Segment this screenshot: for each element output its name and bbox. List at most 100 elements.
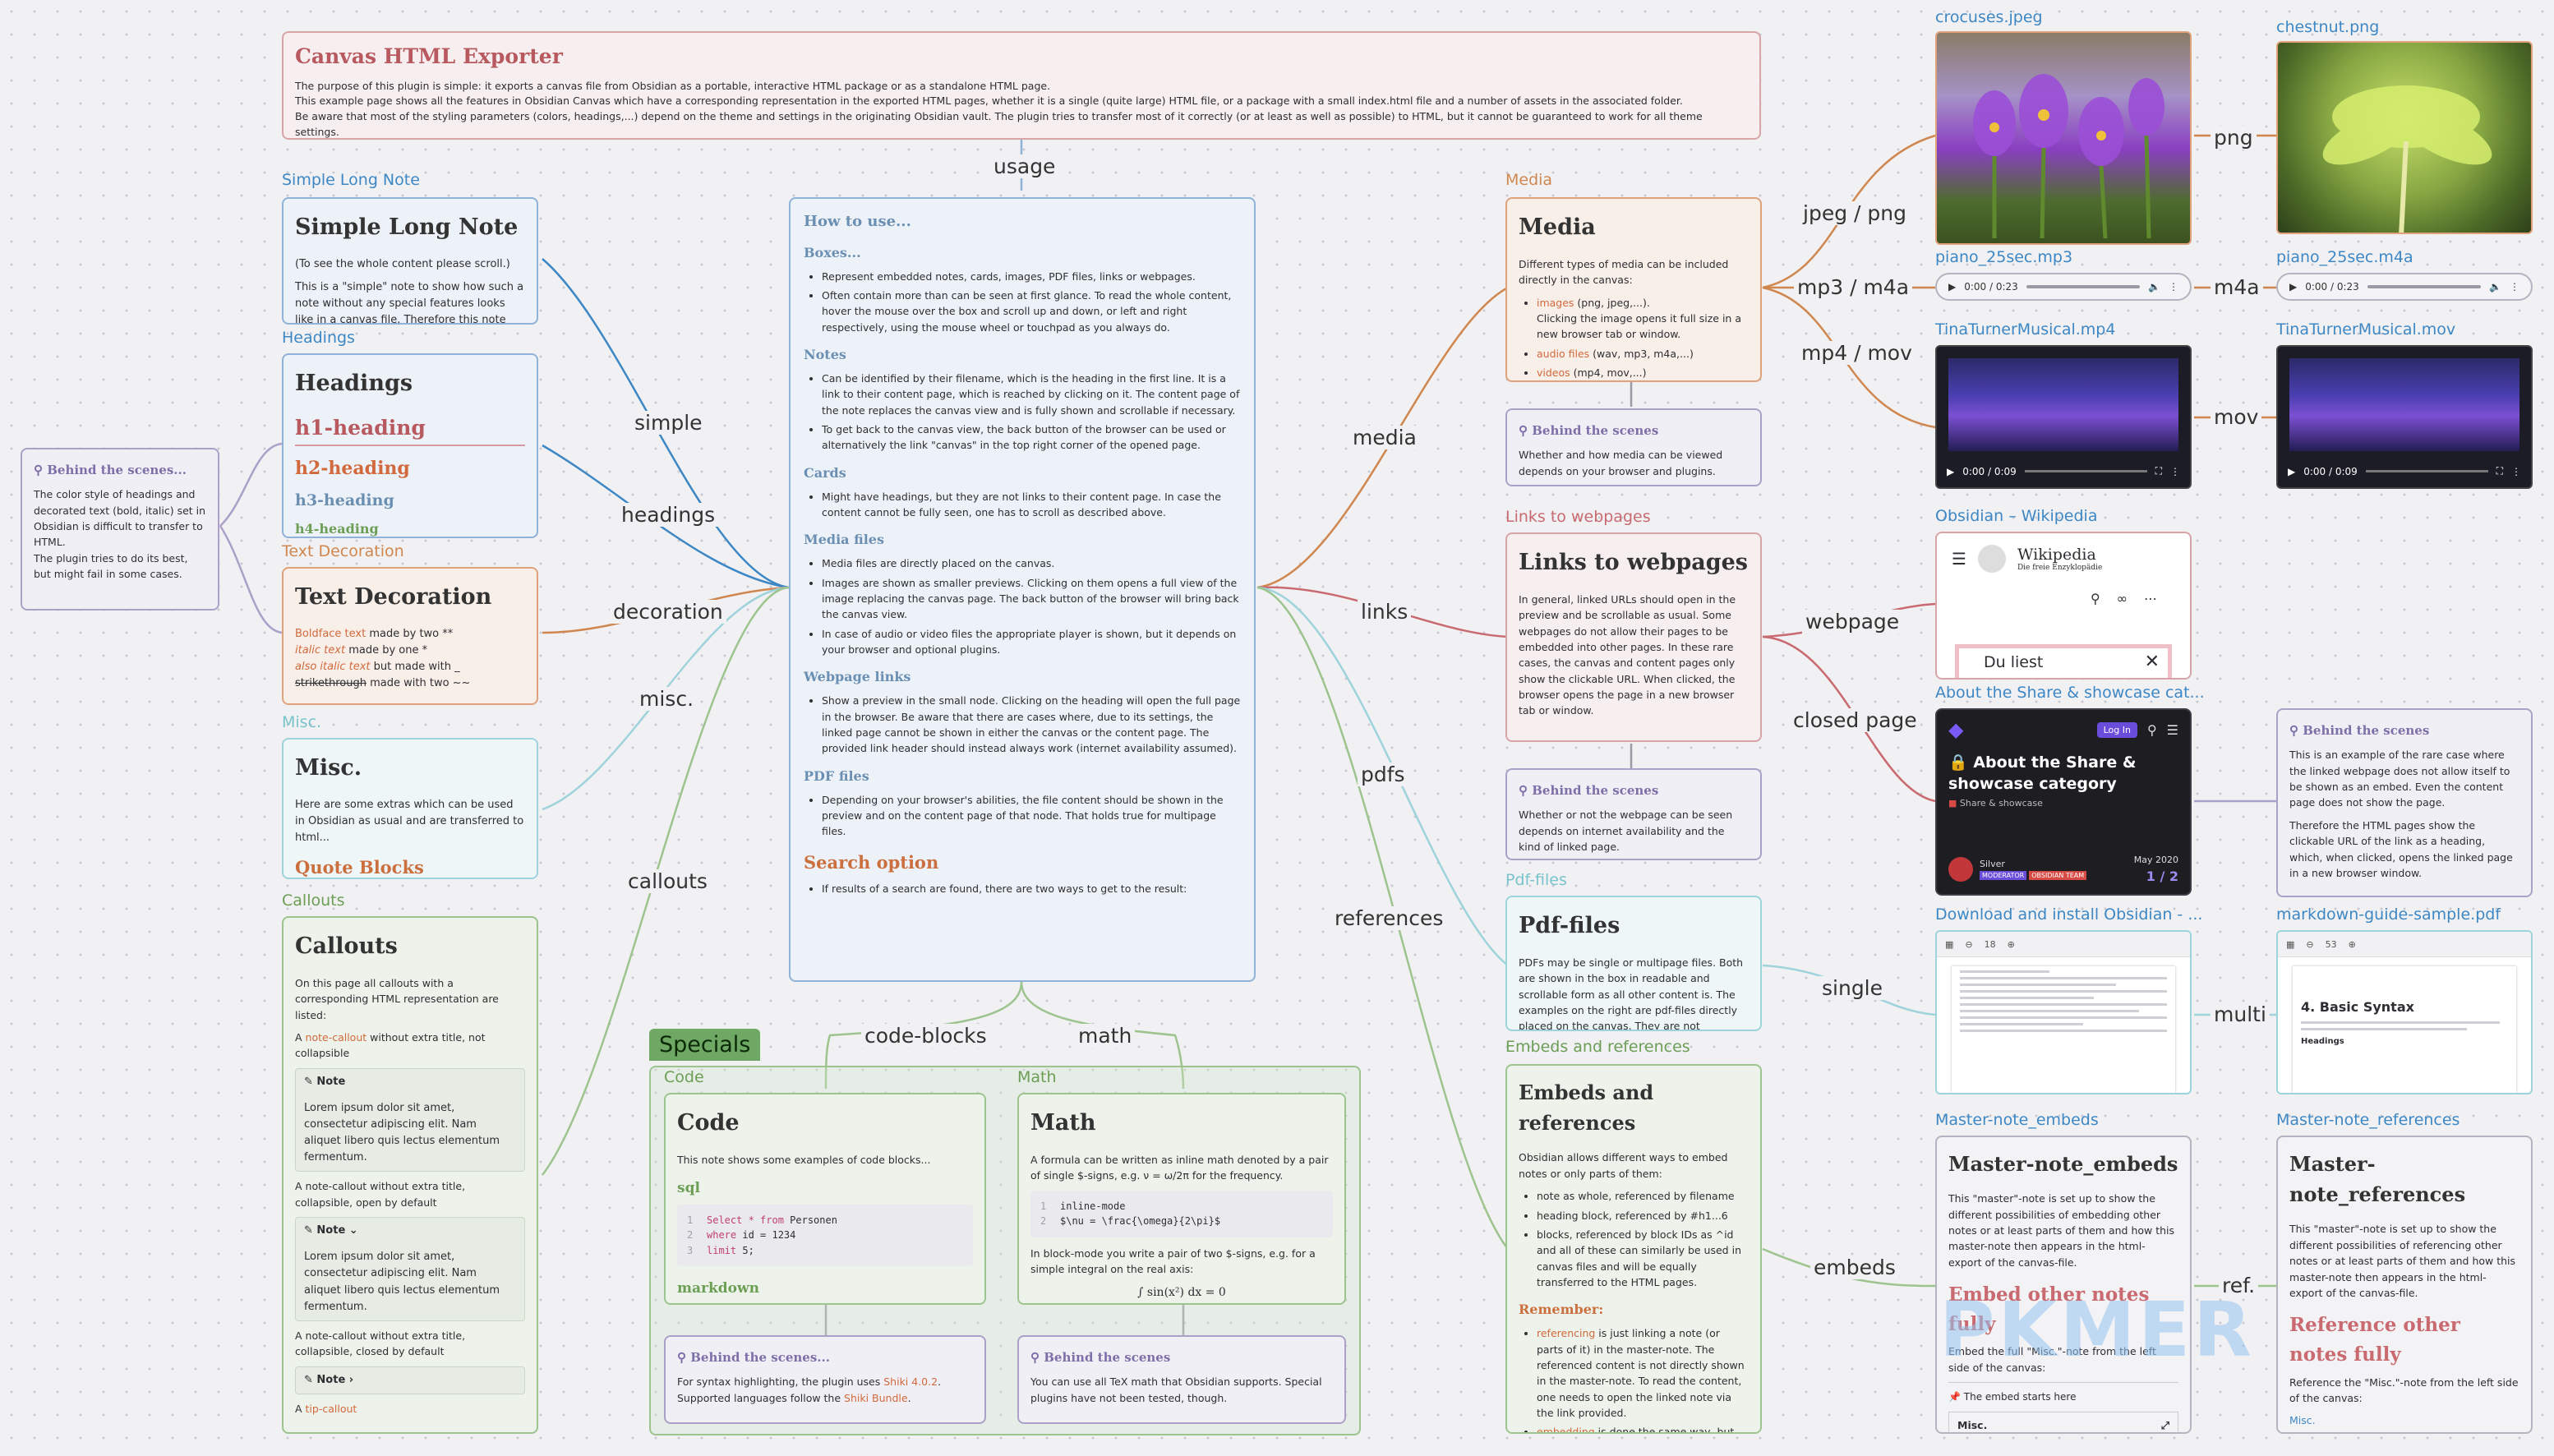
fullscreen-icon[interactable]: ⛶ <box>2155 465 2162 477</box>
chestnut-image[interactable] <box>2276 41 2533 234</box>
file-label-code[interactable]: Code <box>664 1068 704 1086</box>
play-icon[interactable]: ▶ <box>2289 281 2298 293</box>
share-showcase-preview[interactable]: ◆ Log In ⚲ ☰ 🔒 About the Share & showcas… <box>1935 708 2192 896</box>
more-options-icon[interactable]: ⋮ <box>2510 281 2519 293</box>
hamburger-menu-icon[interactable]: ☰ <box>1952 549 1966 569</box>
file-label-headings[interactable]: Headings <box>282 329 355 347</box>
code-title[interactable]: Code <box>677 1110 740 1136</box>
file-label-math[interactable]: Math <box>1017 1068 1057 1086</box>
file-label-links[interactable]: Links to webpages <box>1505 508 1651 526</box>
text-decoration-title[interactable]: Text Decoration <box>295 584 492 610</box>
headings-card[interactable]: Headings h1-heading h2-heading h3-headin… <box>282 353 538 538</box>
pdf-files-title[interactable]: Pdf-files <box>1519 913 1620 938</box>
share-category[interactable]: ■ Share & showcase <box>1948 798 2043 809</box>
master-references-card[interactable]: Master-note_references This "master"-not… <box>2276 1136 2533 1434</box>
file-label-media[interactable]: Media <box>1505 171 1553 189</box>
video-progress-bar[interactable] <box>2024 470 2147 472</box>
master-references-title[interactable]: Master-note_references <box>2289 1152 2466 1207</box>
behind-math-card[interactable]: ⚲ Behind the scenes You can use all TeX … <box>1017 1335 1346 1424</box>
headings-title[interactable]: Headings <box>295 371 413 396</box>
media-card[interactable]: Media Different types of media can be in… <box>1505 197 1762 382</box>
master-embeds-card[interactable]: Master-note_embeds This "master"-note is… <box>1935 1136 2192 1434</box>
more-options-icon[interactable]: ⋮ <box>2511 465 2521 477</box>
simple-long-note-title[interactable]: Simple Long Note <box>295 214 519 240</box>
volume-icon[interactable]: 🔈 <box>2148 281 2160 293</box>
file-label-pdf[interactable]: Pdf-files <box>1505 871 1567 889</box>
more-options-icon[interactable]: ⋮ <box>2170 465 2180 477</box>
math-title[interactable]: Math <box>1030 1110 1096 1136</box>
pdf-download-obsidian[interactable]: ▦ ⊖ 18 ⊕ <box>1935 930 2192 1094</box>
play-icon[interactable]: ▶ <box>1947 465 1955 477</box>
specials-group-label[interactable]: Specials <box>649 1029 761 1061</box>
audio-progress-bar[interactable] <box>2367 285 2482 288</box>
share-user[interactable]: Silver <box>1980 859 2005 869</box>
embedded-misc-note[interactable]: Misc.⤢ <box>1948 1411 2178 1432</box>
media-title[interactable]: Media <box>1519 214 1596 240</box>
zoom-in-icon[interactable]: ⊕ <box>2007 938 2015 950</box>
shiki-bundle-link[interactable]: Shiki Bundle <box>844 1391 908 1404</box>
video-progress-bar[interactable] <box>2365 470 2488 472</box>
sidebar-toggle-icon[interactable]: ▦ <box>1945 938 1954 950</box>
file-label-tt-mov[interactable]: TinaTurnerMusical.mov <box>2276 320 2456 339</box>
file-label-misc[interactable]: Misc. <box>282 713 322 731</box>
tina-turner-mp4-video[interactable]: ▶ 0:00 / 0:09 ⛶ ⋮ <box>1935 345 2192 489</box>
crocuses-image[interactable] <box>1935 31 2192 245</box>
embeds-card[interactable]: Embeds and references Obsidian allows di… <box>1505 1064 1762 1434</box>
piano-mp3-player[interactable]: ▶ 0:00 / 0:23 🔈 ⋮ <box>1935 273 2192 301</box>
code-card[interactable]: Code This note shows some examples of co… <box>664 1093 986 1305</box>
math-card[interactable]: Math A formula can be written as inline … <box>1017 1093 1346 1305</box>
behind-code-card[interactable]: ⚲ Behind the scenes... For syntax highli… <box>664 1335 986 1424</box>
search-icon[interactable]: ⚲ <box>2090 591 2100 606</box>
file-label-simple-long-note[interactable]: Simple Long Note <box>282 171 420 189</box>
file-label-piano-m4a[interactable]: piano_25sec.m4a <box>2276 248 2413 266</box>
zoom-out-icon[interactable]: ⊖ <box>1965 938 1973 950</box>
file-label-crocuses[interactable]: crocuses.jpeg <box>1935 8 2043 26</box>
misc-card[interactable]: Misc. Here are some extras which can be … <box>282 738 538 879</box>
volume-icon[interactable]: 🔈 <box>2489 281 2501 293</box>
file-label-wikipedia[interactable]: Obsidian – Wikipedia <box>1935 507 2098 525</box>
pdf-markdown-guide[interactable]: ▦ ⊖ 53 ⊕ 4. Basic Syntax Headings <box>2276 930 2533 1094</box>
hamburger-menu-icon[interactable]: ☰ <box>2166 721 2178 738</box>
text-decoration-card[interactable]: Text Decoration Boldface text made by tw… <box>282 567 538 705</box>
links-title[interactable]: Links to webpages <box>1519 550 1748 575</box>
file-label-share-showcase[interactable]: About the Share & showcase cat... <box>1935 684 2205 702</box>
pdf-zoom-value[interactable]: 53 <box>2325 938 2337 950</box>
piano-m4a-player[interactable]: ▶ 0:00 / 0:23 🔈 ⋮ <box>2276 273 2533 301</box>
play-icon[interactable]: ▶ <box>2288 465 2296 477</box>
audio-progress-bar[interactable] <box>2026 285 2141 288</box>
misc-reference-link[interactable]: Misc. <box>2289 1414 2316 1427</box>
avatar[interactable] <box>1948 857 1973 882</box>
file-label-chestnut[interactable]: chestnut.png <box>2276 18 2380 36</box>
shiki-link[interactable]: Shiki 4.0.2 <box>883 1375 938 1389</box>
note-callout-2[interactable]: ✎ Note ⌄ Lorem ipsum dolor sit amet, con… <box>295 1217 525 1321</box>
pdf-zoom-value[interactable]: 18 <box>1984 938 1996 950</box>
note-callout-3[interactable]: ✎ Note › <box>295 1366 525 1394</box>
master-embeds-title[interactable]: Master-note_embeds <box>1948 1152 2178 1176</box>
behind-links-card[interactable]: ⚲ Behind the scenes Whether or not the w… <box>1505 768 1762 860</box>
exporter-card[interactable]: Canvas HTML Exporter The purpose of this… <box>282 31 1761 140</box>
file-label-pdf2[interactable]: markdown-guide-sample.pdf <box>2276 905 2501 924</box>
zoom-in-icon[interactable]: ⊕ <box>2348 938 2356 950</box>
log-in-button[interactable]: Log In <box>2096 721 2137 738</box>
file-label-tt-mp4[interactable]: TinaTurnerMusical.mp4 <box>1935 320 2116 339</box>
file-label-text-decoration[interactable]: Text Decoration <box>282 542 404 560</box>
behind-share-card[interactable]: ⚲ Behind the scenes This is an example o… <box>2276 708 2533 897</box>
simple-long-note-card[interactable]: Simple Long Note (To see the whole conte… <box>282 197 538 325</box>
open-link-icon[interactable]: ⤢ <box>2160 1418 2169 1431</box>
sidebar-toggle-icon[interactable]: ▦ <box>2286 938 2295 950</box>
how-to-use-card[interactable]: How to use... Boxes... Represent embedde… <box>789 197 1256 982</box>
wikipedia-webpage-preview[interactable]: ☰ Wikipedia Die freie Enzyklopädie ⚲ ∞ ⋯… <box>1935 532 2192 680</box>
behind-headings-card[interactable]: ⚲ Behind the scenes... The color style o… <box>21 448 219 611</box>
play-icon[interactable]: ▶ <box>1948 281 1957 293</box>
callouts-card[interactable]: Callouts On this page all callouts with … <box>282 916 538 1434</box>
file-label-master-references[interactable]: Master-note_references <box>2276 1111 2460 1129</box>
close-icon[interactable]: ✕ <box>2144 652 2160 672</box>
tina-turner-mov-video[interactable]: ▶ 0:00 / 0:09 ⛶ ⋮ <box>2276 345 2533 489</box>
embeds-title[interactable]: Embeds and references <box>1519 1080 1654 1136</box>
more-options-icon[interactable]: ⋯ <box>2144 591 2157 606</box>
fullscreen-icon[interactable]: ⛶ <box>2496 465 2503 477</box>
pdf-files-card[interactable]: Pdf-files PDFs may be single or multipag… <box>1505 896 1762 1031</box>
links-card[interactable]: Links to webpages In general, linked URL… <box>1505 532 1762 742</box>
file-label-pdf1[interactable]: Download and install Obsidian - ... <box>1935 905 2203 924</box>
file-label-master-embeds[interactable]: Master-note_embeds <box>1935 1111 2099 1129</box>
